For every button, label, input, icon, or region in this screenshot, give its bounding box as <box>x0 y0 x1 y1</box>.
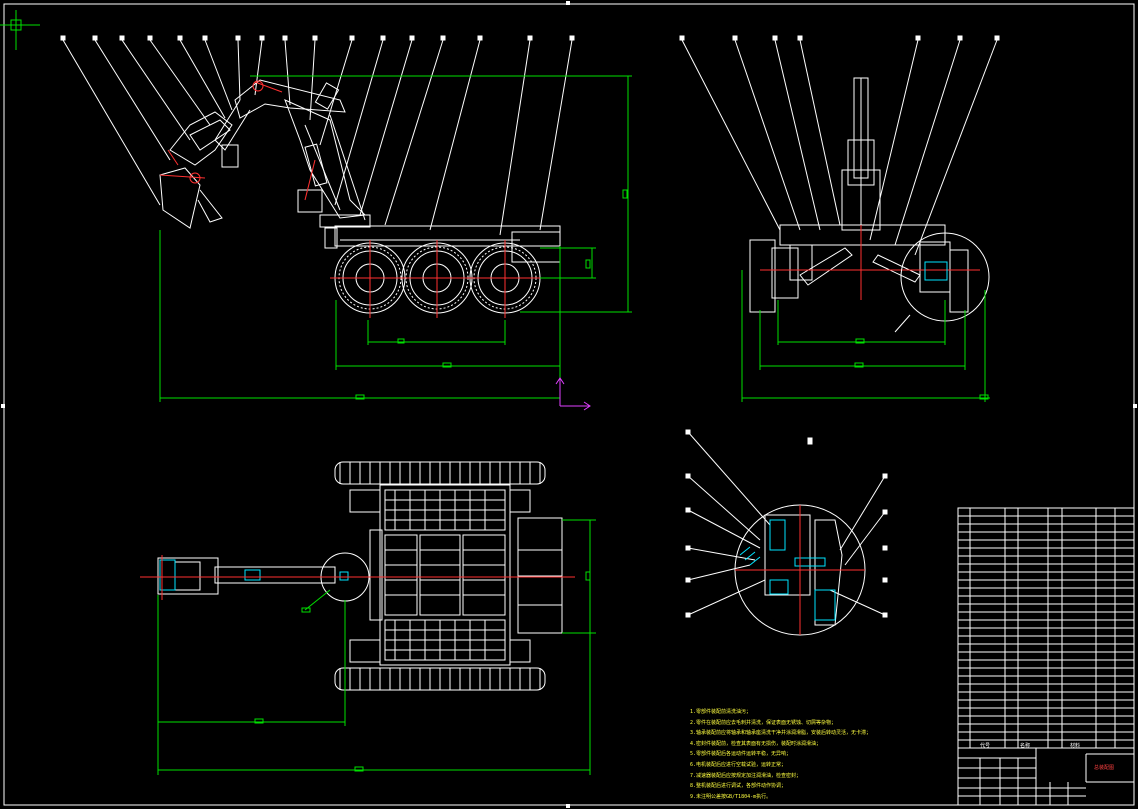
excavator-arm <box>159 79 367 229</box>
note-line: 4.密封件装配前，检查其表面有无损伤，装配时涂润滑油； <box>690 740 822 747</box>
front-dimensions <box>741 270 990 402</box>
arm-centerlines <box>159 80 316 201</box>
technical-notes: 1.零部件装配前清洗油污； 2.零件在装配前应去毛刺并清洗，保证表面无锈蚀、切屑… <box>690 707 950 802</box>
table-header-name: 名称 <box>1020 743 1031 749</box>
top-centerline <box>140 555 575 600</box>
side-view-leaders <box>60 35 575 236</box>
note-line: 8.整机装配后进行调试，各部件动作协调； <box>690 783 787 790</box>
note-line: 5.零部件装配后各运动件运转平稳，无异响； <box>690 751 792 758</box>
top-arm-hatch <box>159 559 349 591</box>
detail-view <box>685 429 888 636</box>
side-dimensions <box>159 75 632 402</box>
detail-centerline <box>735 505 865 635</box>
chassis-body <box>319 214 561 263</box>
title-block <box>957 747 1135 806</box>
drawing-title: 总装配图 <box>1094 765 1115 771</box>
top-view <box>140 461 596 775</box>
front-view-leaders <box>679 35 1000 256</box>
top-tracks <box>334 461 546 691</box>
detail-hatch <box>739 519 836 621</box>
front-hatch <box>924 261 948 281</box>
top-body <box>349 484 563 666</box>
note-line: 1.零部件装配前清洗油污； <box>690 709 752 715</box>
note-line: 9.未注明公差按GB/T1804-m执行。 <box>690 793 772 800</box>
note-line: 2.零件在装配前应去毛刺并清洗，保证表面无锈蚀、切屑等杂物； <box>690 719 837 726</box>
side-view <box>60 35 632 411</box>
wheel-centerlines <box>330 240 545 318</box>
note-line: 3.轴承装配前应将轴承和轴承座清洗干净并涂润滑脂，安装后转动灵活，无卡滞； <box>690 730 872 737</box>
detail-leaders <box>685 429 888 618</box>
parts-list-table <box>957 507 1135 749</box>
front-view <box>679 35 1000 402</box>
front-chassis <box>749 224 969 313</box>
top-dimensions <box>157 519 596 775</box>
ucs-icon <box>555 377 591 411</box>
note-line: 6.电机装配后应进行空载试验，运转正常； <box>690 761 787 768</box>
front-centerlines <box>760 225 980 300</box>
table-header-code: 代号 <box>980 743 991 749</box>
crosshair-icon <box>0 10 40 50</box>
table-header-material: 材料 <box>1070 743 1081 749</box>
note-line: 7.减速器装配后应按规定加注润滑油，检查密封； <box>690 772 802 779</box>
